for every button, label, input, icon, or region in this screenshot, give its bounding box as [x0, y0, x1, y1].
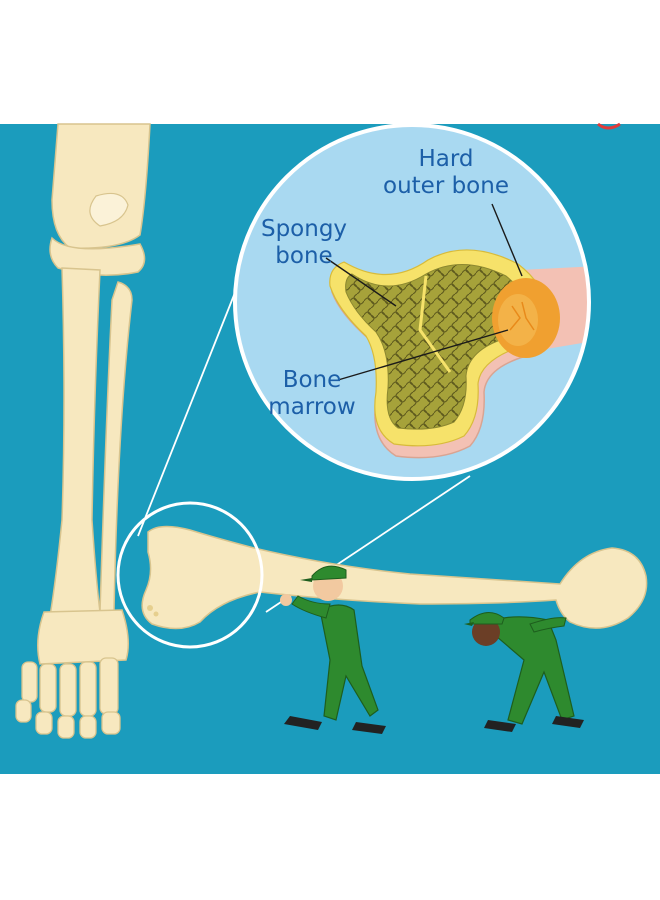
label-spongy-line-1: Spongy — [260, 216, 348, 242]
worker-front — [280, 565, 386, 734]
label-hard-line-1: Hard — [418, 146, 474, 172]
label-marrow-line-2: marrow — [268, 394, 356, 420]
label-hard-line-2: outer bone — [383, 173, 509, 199]
pointer-bone-marrow — [337, 329, 509, 381]
label-marrow-line-1: Bone — [282, 367, 342, 393]
zoom-circle-small — [116, 501, 264, 649]
label-bone-marrow: Bone marrow — [252, 367, 372, 421]
femur-bone — [141, 525, 648, 630]
magnified-view — [233, 123, 591, 481]
label-hard-outer-bone: Hard outer bone — [366, 146, 526, 200]
pointer-hard-outer-bone — [491, 203, 523, 277]
label-spongy-bone: Spongy bone — [244, 216, 364, 270]
corner-mark — [597, 122, 621, 130]
pointer-spongy-bone — [325, 257, 397, 307]
label-spongy-line-2: bone — [275, 243, 333, 269]
leg-skeleton — [15, 123, 151, 739]
worker-back — [464, 612, 584, 732]
